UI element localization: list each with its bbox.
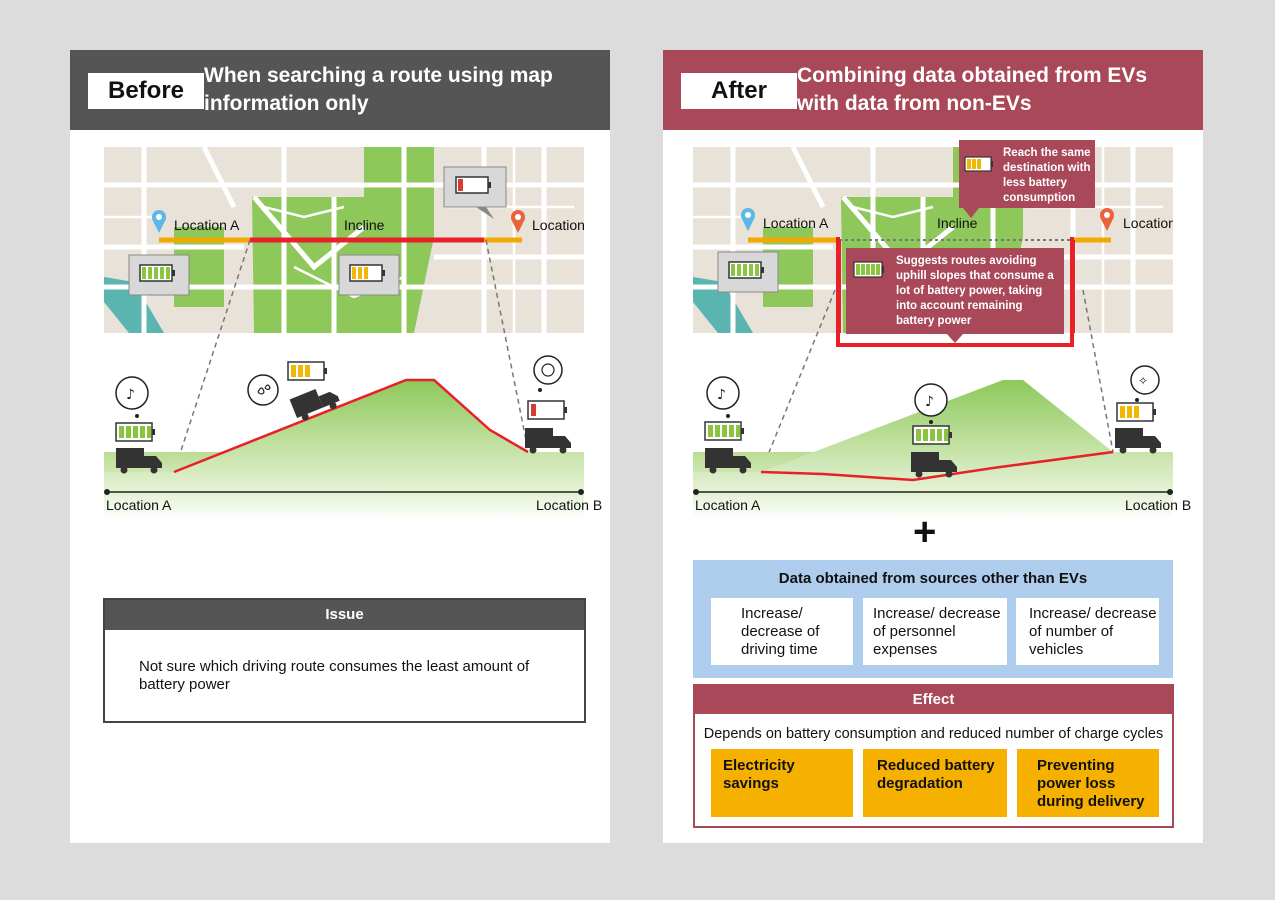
battery-full-icon: [853, 261, 884, 278]
non-ev-sources-box: Data obtained from sources other than EV…: [693, 560, 1173, 678]
location-a-pin-icon: [741, 208, 755, 231]
profile-location-b-label: Location B: [536, 497, 603, 513]
battery-full-icon: [115, 422, 155, 442]
sparkle-thought-icon: ✧: [1130, 365, 1160, 402]
after-tag: After: [681, 73, 797, 109]
before-panel: Before When searching a route using map …: [70, 50, 610, 843]
map-location-b-label: Location B: [532, 217, 584, 233]
effect-box: Effect Depends on battery consumption an…: [693, 684, 1174, 828]
battery-full-card-icon: [128, 254, 190, 296]
location-b-pin-icon: [1100, 208, 1114, 231]
battery-low-icon: [527, 400, 567, 420]
truck-arrived-icon: [1115, 428, 1161, 454]
source-number-of-vehicles: Increase/ decrease of number of vehicles: [1016, 598, 1159, 665]
effect-reduced-degradation: Reduced battery degradation: [863, 749, 1007, 817]
issue-heading: Issue: [105, 600, 584, 630]
plus-sign: +: [913, 510, 937, 554]
callout-less-battery: Reach the same destination with less bat…: [959, 140, 1095, 208]
svg-text:♪: ♪: [717, 387, 726, 403]
battery-half-card-icon: [338, 254, 400, 296]
battery-half-icon: [964, 156, 993, 172]
svg-text:♪: ♪: [925, 394, 934, 410]
worried-thought-icon: [533, 355, 563, 392]
after-header: After Combining data obtained from EVs w…: [663, 50, 1203, 130]
detour-route-outline: [836, 237, 1074, 347]
svg-text:✧: ✧: [1138, 374, 1148, 388]
location-b-pin-icon: [511, 210, 525, 233]
effect-subtitle: Depends on battery consumption and reduc…: [703, 726, 1164, 742]
profile-location-a-label: Location A: [695, 497, 761, 513]
effect-electricity-savings: Electricity savings: [711, 749, 853, 817]
sweat-thought-icon: [247, 374, 279, 406]
truck-icon: [705, 448, 751, 474]
after-panel: After Combining data obtained from EVs w…: [663, 50, 1203, 843]
map-location-a-label: Location A: [763, 215, 829, 231]
map-location-a-label: Location A: [174, 217, 240, 233]
callout-pointer: [947, 334, 963, 343]
effect-preventing-power-loss: Preventing power loss during delivery: [1017, 749, 1159, 817]
before-title: When searching a route using map informa…: [204, 64, 553, 115]
non-ev-sources-title: Data obtained from sources other than EV…: [778, 570, 1088, 587]
happy-thought-icon: ♪: [914, 383, 948, 424]
battery-half-icon: [1116, 402, 1156, 422]
effect-heading: Effect: [695, 686, 1172, 714]
source-driving-time: Increase/ decrease of driving time: [711, 598, 853, 665]
location-a-pin-icon: [152, 210, 166, 233]
issue-box: Issue Not sure which driving route consu…: [103, 598, 586, 723]
profile-location-a-label: Location A: [106, 497, 172, 513]
truck-arrived-icon: [525, 428, 571, 454]
map-incline-label: Incline: [344, 217, 385, 233]
happy-thought-icon: ♪: [706, 376, 740, 418]
source-personnel-expenses: Increase/ decrease of personnel expenses: [863, 598, 1007, 665]
battery-full-icon: [704, 421, 744, 441]
before-map-graphic: [104, 147, 584, 333]
before-map: Location A Incline Location B: [104, 147, 584, 333]
battery-low-card-icon: [443, 166, 507, 219]
truck-icon: [911, 452, 957, 478]
svg-text:♪: ♪: [126, 387, 135, 403]
after-elevation-profile: ♪ ♪ ✧: [693, 289, 1173, 520]
battery-full-card-icon: [717, 251, 779, 293]
before-elevation-profile: ♪: [104, 239, 584, 520]
issue-text: Not sure which driving route consumes th…: [139, 658, 530, 693]
after-title: Combining data obtained from EVs with da…: [797, 64, 1148, 115]
callout-suggests-routes: Suggests routes avoiding uphill slopes t…: [846, 248, 1064, 334]
profile-location-b-label: Location B: [1125, 497, 1192, 513]
callout-less-battery-text: Reach the same destination with less bat…: [1003, 147, 1091, 204]
truck-icon: [116, 448, 162, 474]
callout-suggests-routes-text: Suggests routes avoiding uphill slopes t…: [896, 255, 1054, 327]
callout-pointer: [963, 208, 979, 218]
map-location-b-label: Location B: [1123, 215, 1173, 231]
battery-half-icon: [287, 361, 327, 381]
map-incline-label: Incline: [937, 215, 978, 231]
before-tag: Before: [88, 73, 204, 109]
battery-full-icon: [912, 425, 952, 445]
before-header: Before When searching a route using map …: [70, 50, 610, 130]
truck-climbing-icon: [289, 388, 340, 421]
happy-thought-icon: ♪: [115, 376, 149, 418]
